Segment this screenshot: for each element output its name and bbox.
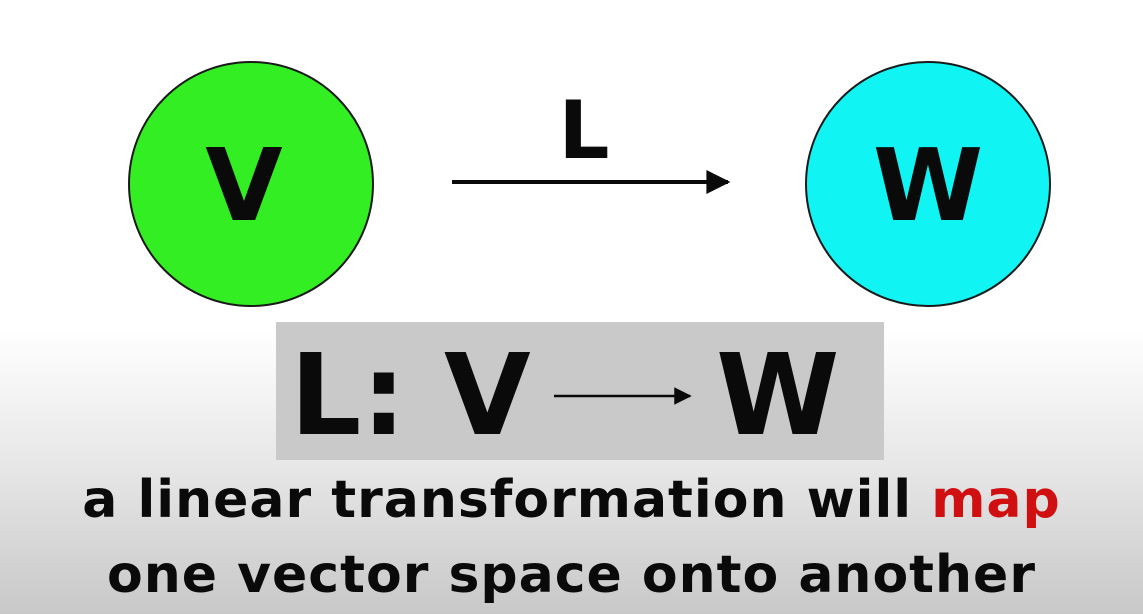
mapping-diagram: V L W [128, 61, 1051, 307]
notation-box: L: V W [276, 322, 884, 460]
caption-line-1-prefix: a linear transformation will [82, 470, 932, 530]
notation-domain: V [444, 331, 531, 460]
notation-formula: L: V W [290, 331, 840, 460]
domain-label: V [205, 127, 282, 244]
notation-map: L: [290, 331, 406, 460]
notation-codomain: W [716, 331, 840, 460]
caption-highlight-map: map [931, 470, 1061, 530]
caption-line-2: one vector space onto another [107, 545, 1036, 605]
codomain-circle [805, 61, 1051, 307]
codomain-label: W [873, 127, 983, 244]
domain-circle [128, 61, 374, 307]
map-label: L [559, 84, 610, 177]
caption-line-1: a linear transformation will map [0, 470, 1143, 530]
